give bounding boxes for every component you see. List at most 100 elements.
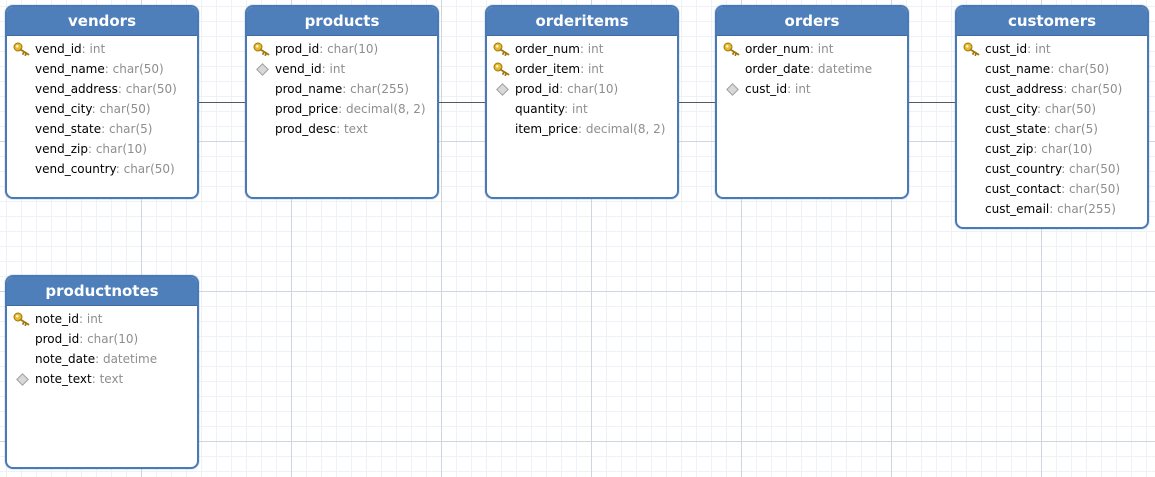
field-name: vend_country <box>35 162 116 176</box>
field-name: cust_email <box>985 202 1050 216</box>
relation-line-products-orderitems <box>438 102 486 103</box>
field-type: int <box>1034 42 1051 56</box>
field-row[interactable]: order_date: datetime <box>717 59 907 79</box>
foreign-key-diamond-icon <box>726 83 739 96</box>
field-row[interactable]: vend_state: char(5) <box>7 119 197 139</box>
field-row[interactable]: cust_contact: char(50) <box>957 179 1147 199</box>
field-name: order_date <box>745 62 811 76</box>
key-icon <box>13 312 30 326</box>
field-name: quantity <box>515 102 565 116</box>
field-name: order_num <box>515 42 580 56</box>
field-row[interactable]: order_num: int <box>717 39 907 59</box>
field-type: int <box>587 62 604 76</box>
field-type: int <box>587 42 604 56</box>
field-name: cust_id <box>745 82 788 96</box>
field-type: char(10) <box>567 82 619 96</box>
field-row[interactable]: cust_id: int <box>957 39 1147 59</box>
field-row[interactable]: cust_city: char(50) <box>957 99 1147 119</box>
field-row[interactable]: prod_id: char(10) <box>487 79 677 99</box>
field-type: char(50) <box>112 62 164 76</box>
field-name: vend_address <box>35 82 118 96</box>
field-name: cust_id <box>985 42 1028 56</box>
field-row[interactable]: cust_zip: char(10) <box>957 139 1147 159</box>
field-row[interactable]: vend_city: char(50) <box>7 99 197 119</box>
field-row[interactable]: prod_id: char(10) <box>247 39 437 59</box>
field-row[interactable]: vend_address: char(50) <box>7 79 197 99</box>
field-row[interactable]: vend_id: int <box>247 59 437 79</box>
field-separator: : <box>338 102 346 116</box>
field-row[interactable]: quantity: int <box>487 99 677 119</box>
field-separator: : <box>809 42 818 56</box>
field-row[interactable]: vend_country: char(50) <box>7 159 197 179</box>
field-row[interactable]: prod_name: char(255) <box>247 79 437 99</box>
relation-line-vendors-products <box>198 102 246 103</box>
field-row[interactable]: vend_id: int <box>7 39 197 59</box>
field-separator: : <box>117 82 126 96</box>
field-type: char(50) <box>1069 162 1121 176</box>
field-type: char(5) <box>108 122 153 136</box>
field-type: char(10) <box>87 332 139 346</box>
field-row[interactable]: cust_name: char(50) <box>957 59 1147 79</box>
field-type: int <box>329 62 346 76</box>
field-row[interactable]: cust_address: char(50) <box>957 79 1147 99</box>
field-row[interactable]: note_id: int <box>7 309 197 329</box>
table-title: orderitems <box>487 7 677 36</box>
field-separator: : <box>577 122 586 136</box>
field-row[interactable]: cust_id: int <box>717 79 907 99</box>
field-row[interactable]: cust_state: char(5) <box>957 119 1147 139</box>
key-icon <box>253 42 270 56</box>
table-title: products <box>247 7 437 36</box>
field-row[interactable]: note_text: text <box>7 369 197 389</box>
field-name: cust_country <box>985 162 1062 176</box>
field-row[interactable]: cust_email: char(255) <box>957 199 1147 219</box>
field-row[interactable]: note_date: datetime <box>7 349 197 369</box>
table-title: productnotes <box>7 277 197 306</box>
field-separator: : <box>79 332 88 346</box>
field-type: char(50) <box>1071 82 1123 96</box>
field-separator: : <box>87 142 96 156</box>
field-type: decimal(8, 2) <box>345 102 426 116</box>
field-name: vend_city <box>35 102 92 116</box>
field-separator: : <box>81 42 90 56</box>
field-row[interactable]: item_price: decimal(8, 2) <box>487 119 677 139</box>
field-separator: : <box>95 352 103 366</box>
field-separator: : <box>810 62 818 76</box>
field-name: prod_name <box>275 82 343 96</box>
field-name: order_num <box>745 42 810 56</box>
field-type: char(5) <box>1054 122 1098 136</box>
field-row[interactable]: vend_name: char(50) <box>7 59 197 79</box>
field-type: int <box>572 102 588 116</box>
field-name: cust_state <box>985 122 1047 136</box>
field-row[interactable]: prod_desc: text <box>247 119 437 139</box>
field-name: note_text <box>35 372 92 386</box>
field-name: item_price <box>515 122 578 136</box>
field-separator: : <box>1061 162 1070 176</box>
field-row[interactable]: order_num: int <box>487 39 677 59</box>
field-row[interactable]: vend_zip: char(10) <box>7 139 197 159</box>
field-row[interactable]: prod_id: char(10) <box>7 329 197 349</box>
field-name: cust_contact <box>985 182 1062 196</box>
field-row[interactable]: prod_price: decimal(8, 2) <box>247 99 437 119</box>
field-row[interactable]: order_item: int <box>487 59 677 79</box>
field-row[interactable]: cust_country: char(50) <box>957 159 1147 179</box>
field-name: note_id <box>35 312 79 326</box>
field-separator: : <box>1050 62 1059 76</box>
field-name: cust_city <box>985 102 1038 116</box>
field-name: vend_state <box>35 122 102 136</box>
field-type: int <box>89 42 106 56</box>
field-type: char(50) <box>125 82 177 96</box>
key-icon <box>723 42 740 56</box>
field-separator: : <box>104 62 113 76</box>
field-name: prod_id <box>35 332 80 346</box>
field-name: vend_name <box>35 62 105 76</box>
